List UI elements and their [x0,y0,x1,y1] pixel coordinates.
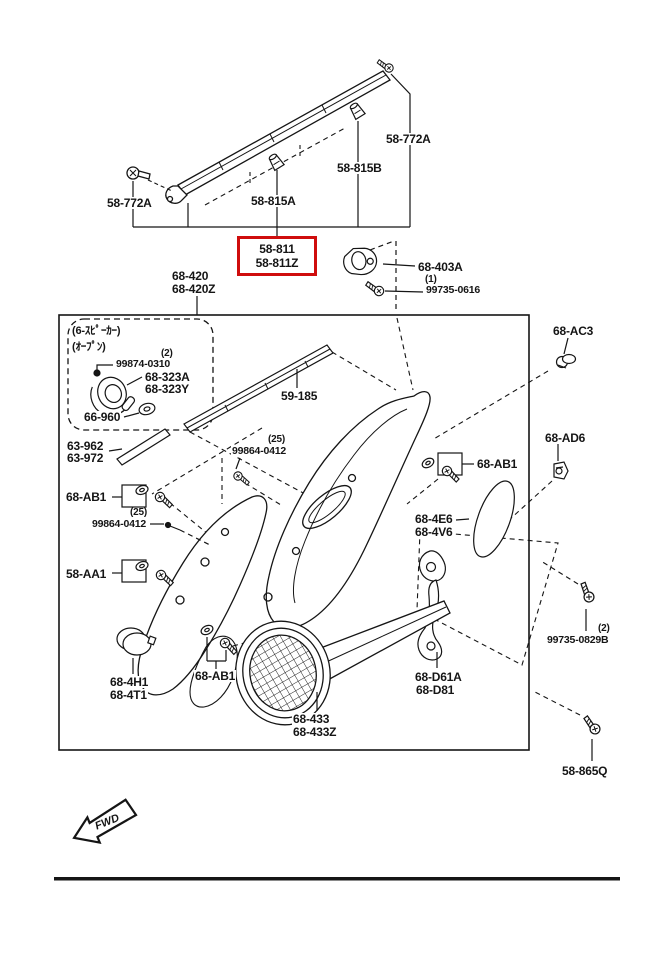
grommet-icon [138,402,156,416]
screw-icon [363,280,386,298]
highlight-box: 58-811 58-811Z [237,236,317,276]
trim-pad-drawing [455,480,515,558]
belt-molding-drawing [126,58,411,236]
fwd-arrow: FWD [72,798,138,845]
screw-icon [126,166,173,192]
sash-strip-drawing [108,428,171,466]
bottom-divider [54,877,620,881]
tweeter-speaker-drawing [90,364,156,418]
door-trim-panel-drawing [137,390,431,708]
highlighted-part-number: 58-811 [259,241,295,256]
screw-icon [375,58,395,74]
grommet-icon [121,396,136,412]
cap-68-4H1-icon [116,627,157,656]
diagram-frame [58,314,530,751]
fasteners [112,337,603,761]
clip-68-AD6-icon [553,461,569,480]
highlighted-part-number-z: 58-811Z [255,256,299,270]
armrest-opening [302,484,352,530]
door-latch-striker-drawing [343,240,424,312]
molding-clip-icon [347,100,366,121]
speaker-grille-drawing [235,600,451,726]
clip-68-AC3-icon [555,353,577,369]
molding-clip-icon [266,151,285,172]
inner-belt-strip-drawing [183,344,334,433]
